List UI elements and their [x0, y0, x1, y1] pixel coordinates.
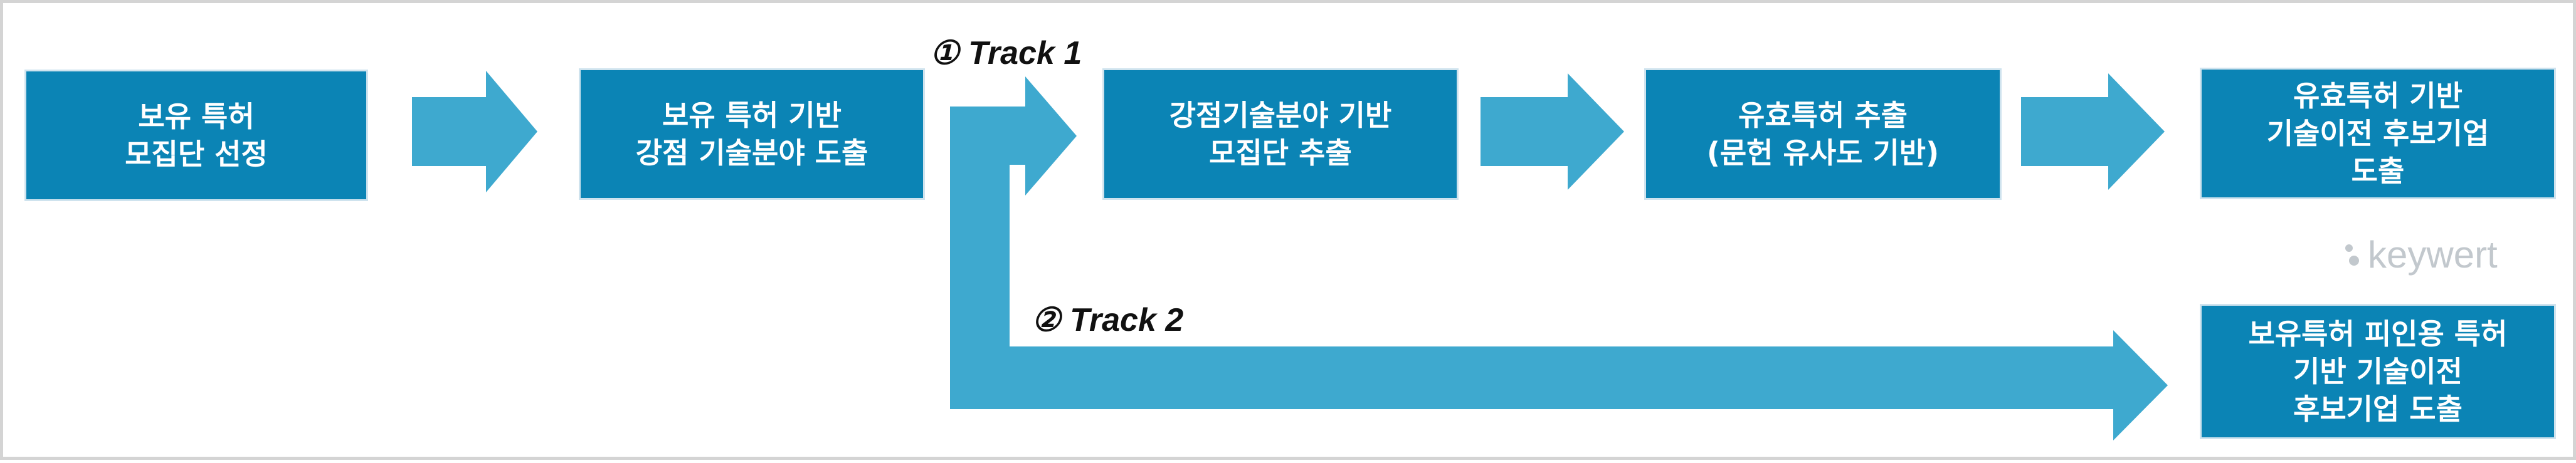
arrow-1	[412, 71, 537, 192]
arrow-3	[1481, 73, 1624, 190]
logo-text: keywert	[2368, 233, 2498, 276]
step-box-4: 유효특허 추출 (문헌 유사도 기반)	[1644, 68, 2002, 200]
step-box-3: 강점기술분야 기반 모집단 추출	[1102, 68, 1459, 200]
track-1-label: ① Track 1	[930, 35, 1082, 71]
step-box-5: 유효특허 기반 기술이전 후보기업 도출	[2200, 68, 2556, 199]
track-2-label: ② Track 2	[1032, 302, 1184, 338]
keywert-logo: keywert	[2345, 232, 2498, 276]
step-box-6: 보유특허 피인용 특허 기반 기술이전 후보기업 도출	[2200, 304, 2556, 439]
step-box-2: 보유 특허 기반 강점 기술분야 도출	[579, 68, 925, 200]
logo-dots-icon	[2345, 242, 2364, 267]
step-box-1: 보유 특허 모집단 선정	[24, 70, 368, 201]
arrow-track1-bend	[950, 76, 1077, 348]
arrow-track2	[950, 330, 2168, 440]
flow-arrows	[412, 71, 2168, 440]
arrow-4	[2021, 73, 2165, 190]
